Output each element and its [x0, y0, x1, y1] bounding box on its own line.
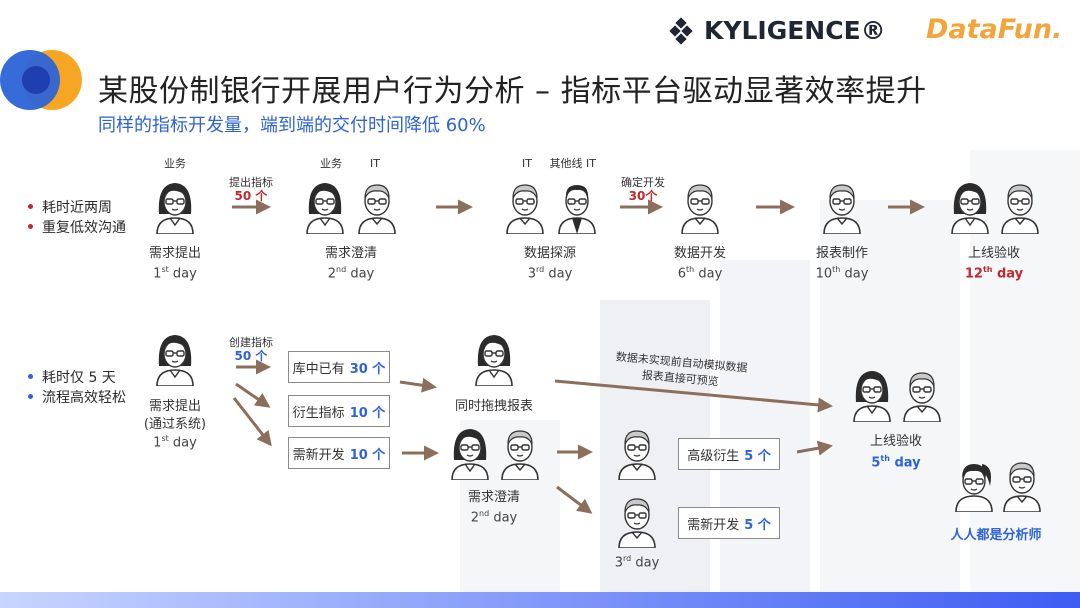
- step5-day: 10th day: [815, 265, 869, 282]
- kyligence-logo: [668, 17, 698, 51]
- everyone-analyst: 人人都是分析师: [950, 528, 1042, 543]
- arrow-adv-to-final: [796, 440, 833, 456]
- business-user-icon: [948, 178, 992, 234]
- step3-name: 数据探源: [523, 246, 577, 261]
- background-building: [820, 200, 960, 592]
- business-user-icon: [303, 178, 347, 234]
- arrow1-count: 50 个: [234, 189, 268, 203]
- other-it-user-icon: [555, 178, 599, 234]
- it-user-icon: [615, 492, 659, 548]
- arrow3-count: 30个: [628, 189, 658, 203]
- before-bullet-2: 重复低效沟通: [28, 218, 126, 238]
- business-user-icon: [153, 330, 197, 386]
- business-user-icon: [448, 424, 492, 480]
- it-user-icon: [355, 178, 399, 234]
- step1-day: 1st day: [153, 265, 197, 282]
- arrow1-label: 提出指标: [229, 176, 273, 189]
- it-user-icon: [615, 424, 659, 480]
- arrow-clarify-to-new: [556, 485, 593, 514]
- page-subtitle: 同样的指标开发量，端到端的交付时间降低 60%: [98, 115, 486, 136]
- it-user-icon: [678, 178, 722, 234]
- kyligence-mark-icon: [669, 17, 693, 45]
- final-name: 上线验收: [869, 434, 923, 449]
- analyst-user-icon: [952, 456, 996, 512]
- step1-name: 需求提出: [148, 246, 202, 261]
- before-bullet-1: 耗时近两周: [28, 198, 126, 218]
- kyligence-wordmark: KYLIGENCE®: [704, 16, 886, 45]
- start-name: 需求提出: [148, 399, 202, 414]
- start-sub: (通过系统): [143, 417, 207, 432]
- drag-label: 同时拖拽报表: [454, 399, 534, 414]
- page-title: 某股份制银行开展用户行为分析 – 指标平台驱动显著效率提升: [98, 74, 927, 109]
- clarify-name: 需求澄清: [467, 490, 521, 505]
- it-user-icon: [498, 424, 542, 480]
- arrow-to-box3: [232, 397, 272, 447]
- step2-day: 2nd day: [327, 265, 375, 282]
- it-user-icon: [820, 178, 864, 234]
- business-user-icon: [472, 330, 516, 386]
- step3-roles: IT 其他线 IT: [522, 157, 596, 170]
- it-user-icon: [900, 366, 944, 422]
- after-bullets: 耗时仅 5 天 流程高效轻松: [28, 368, 126, 408]
- create-label: 创建指标: [229, 336, 273, 349]
- after-bullet-2: 流程高效轻松: [28, 388, 126, 408]
- step5-name: 报表制作: [815, 246, 869, 261]
- step2-name: 需求澄清: [324, 246, 378, 261]
- before-bullets: 耗时近两周 重复低效沟通: [28, 198, 126, 238]
- it-user-icon: [503, 178, 547, 234]
- it-user-icon: [998, 178, 1042, 234]
- arrow-to-box2: [235, 382, 271, 408]
- start-day: 1st day: [153, 434, 197, 451]
- step6-day: 12th day: [964, 265, 1024, 282]
- step6-name: 上线验收: [967, 246, 1021, 261]
- step4-name: 数据开发: [673, 246, 727, 261]
- step4-day: 6th day: [677, 265, 723, 282]
- clarify-day: 2nd day: [470, 509, 518, 526]
- business-user-icon: [850, 366, 894, 422]
- arrow-box1-out: [399, 377, 437, 393]
- after-bullet-1: 耗时仅 5 天: [28, 368, 126, 388]
- create-count: 50 个: [234, 349, 268, 363]
- final-day: 5th day: [871, 454, 921, 471]
- arrow-sim-to-final: [554, 379, 833, 413]
- business-user-icon: [153, 178, 197, 234]
- datafun-logo: DataFun.: [926, 14, 1063, 45]
- bottom-bar: [0, 592, 1080, 608]
- third-day: 3rd day: [614, 554, 660, 571]
- decorative-circles-icon: [0, 50, 82, 110]
- step3-day: 3rd day: [527, 265, 573, 282]
- it-user-icon: [1000, 456, 1044, 512]
- step2-roles: 业务 IT: [320, 157, 380, 170]
- arrow3-label: 确定开发: [621, 176, 665, 189]
- step1-role: 业务: [164, 157, 186, 170]
